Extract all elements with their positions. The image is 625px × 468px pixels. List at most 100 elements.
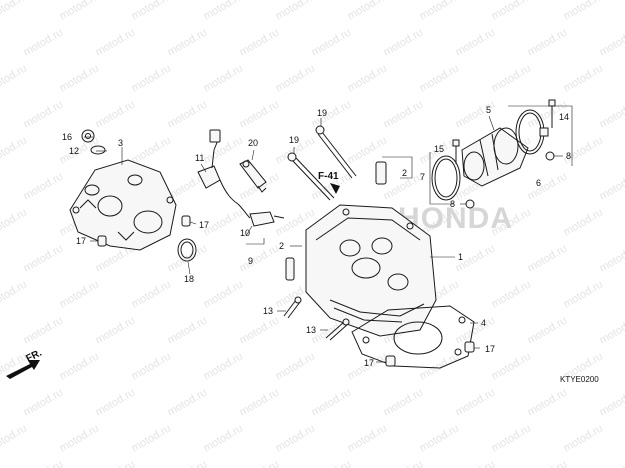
bolt-13-upper [283,296,302,319]
watermark-text: motod.ru [454,26,498,58]
clamp-band-7 [431,155,461,201]
watermark-text: motod.ru [526,170,570,202]
watermark-text: motod.ru [22,170,66,202]
cylinder-head-cover [69,159,177,251]
watermark-text: motod.ru [382,458,426,468]
watermark-text: motod.ru [94,458,138,468]
watermark-text: motod.ru [274,422,318,454]
watermark-text: motod.ru [94,98,138,130]
watermark-text: motod.ru [166,98,210,130]
watermark-text: motod.ru [202,0,246,23]
diagram-code: KTYE0200 [560,375,599,384]
watermark-text: motod.ru [598,242,625,274]
label-20: 20 [248,138,258,148]
label-18: 18 [184,274,194,284]
dowel-pin-17-bottom [385,355,396,367]
watermark-text: motod.ru [22,458,66,468]
watermark-text: motod.ru [166,242,210,274]
spark-plug-20 [239,159,267,193]
watermark-text: motod.ru [382,386,426,418]
bolt-19-long [315,125,357,179]
bracket-7 [429,152,454,205]
screw-15 [452,139,460,164]
watermark-text: motod.ru [346,0,390,23]
watermark-text: motod.ru [130,350,174,382]
watermark-text: motod.ru [0,278,29,310]
direction-label: FR. [24,347,44,364]
watermark-text: motod.ru [94,386,138,418]
label-13-upper: 13 [263,306,273,316]
stud-bolt-2 [375,161,387,185]
head-gasket-4 [351,305,475,369]
spark-plug-10 [237,203,285,227]
watermark-text: motod.ru [490,278,534,310]
dowel-pin-17-left [97,235,107,247]
label-10: 10 [240,228,250,238]
watermark-text: motod.ru [94,26,138,58]
watermark-text: motod.ru [238,386,282,418]
watermark-text: motod.ru [562,62,606,94]
watermark-text: motod.ru [238,458,282,468]
label-7: 7 [420,172,425,182]
watermark-text: motod.ru [58,278,102,310]
watermark-text: motod.ru [22,26,66,58]
watermark-text: motod.ru [22,242,66,274]
label-17-right: 17 [485,344,495,354]
watermark-text: motod.ru [238,242,282,274]
watermark-text: motod.ru [0,62,29,94]
nut-8-right [545,151,555,161]
label-3: 3 [118,138,123,148]
label-4: 4 [481,318,486,328]
watermark-text: motod.ru [22,386,66,418]
label-1: 1 [458,252,463,262]
label-19-short: 19 [289,135,299,145]
watermark-text: motod.ru [598,98,625,130]
label-2-lower: 2 [279,241,284,251]
label-5: 5 [486,105,491,115]
watermark-text: motod.ru [166,458,210,468]
watermark-text: motod.ru [562,206,606,238]
watermark-text: motod.ru [202,134,246,166]
watermark-text: motod.ru [274,350,318,382]
watermark-text: motod.ru [418,422,462,454]
label-8-right: 8 [566,151,571,161]
label-17-bottom: 17 [364,358,374,368]
watermark-text: motod.ru [562,422,606,454]
watermark-text: motod.ru [382,98,426,130]
watermark-text: motod.ru [418,0,462,23]
watermark-text: motod.ru [526,314,570,346]
bracket-6 [508,105,573,166]
label-13-lower: 13 [306,325,316,335]
label-8-left: 8 [450,199,455,209]
watermark-text: motod.ru [22,98,66,130]
watermark-text: motod.ru [346,62,390,94]
watermark-text: motod.ru [0,206,29,238]
insulator-5 [461,127,529,187]
label-14: 14 [559,112,569,122]
label-11: 11 [195,153,204,163]
watermark-text: motod.ru [598,170,625,202]
watermark-text: motod.ru [490,0,534,23]
leader-lines [84,115,563,363]
watermark-text: motod.ru [274,62,318,94]
watermark-text: motod.ru [130,278,174,310]
bolt-13-lower [325,318,350,341]
watermark-text: motod.ru [490,62,534,94]
watermark-text: motod.ru [310,26,354,58]
watermark-text: motod.ru [130,422,174,454]
bolt-19-short [287,152,335,201]
label-19-long: 19 [317,108,327,118]
o-ring-18 [177,238,197,262]
label-17-left: 17 [76,236,86,246]
cap-nut-16 [81,129,95,143]
watermark-text: motod.ru [310,458,354,468]
clamp-band-6 [515,109,549,155]
watermark-text: motod.ru [166,314,210,346]
watermark-text: motod.ru [526,26,570,58]
label-17-mid: 17 [199,220,209,230]
dowel-pin-17-right [464,341,475,353]
watermark-text: motod.ru [490,422,534,454]
watermark-text: motod.ru [202,62,246,94]
